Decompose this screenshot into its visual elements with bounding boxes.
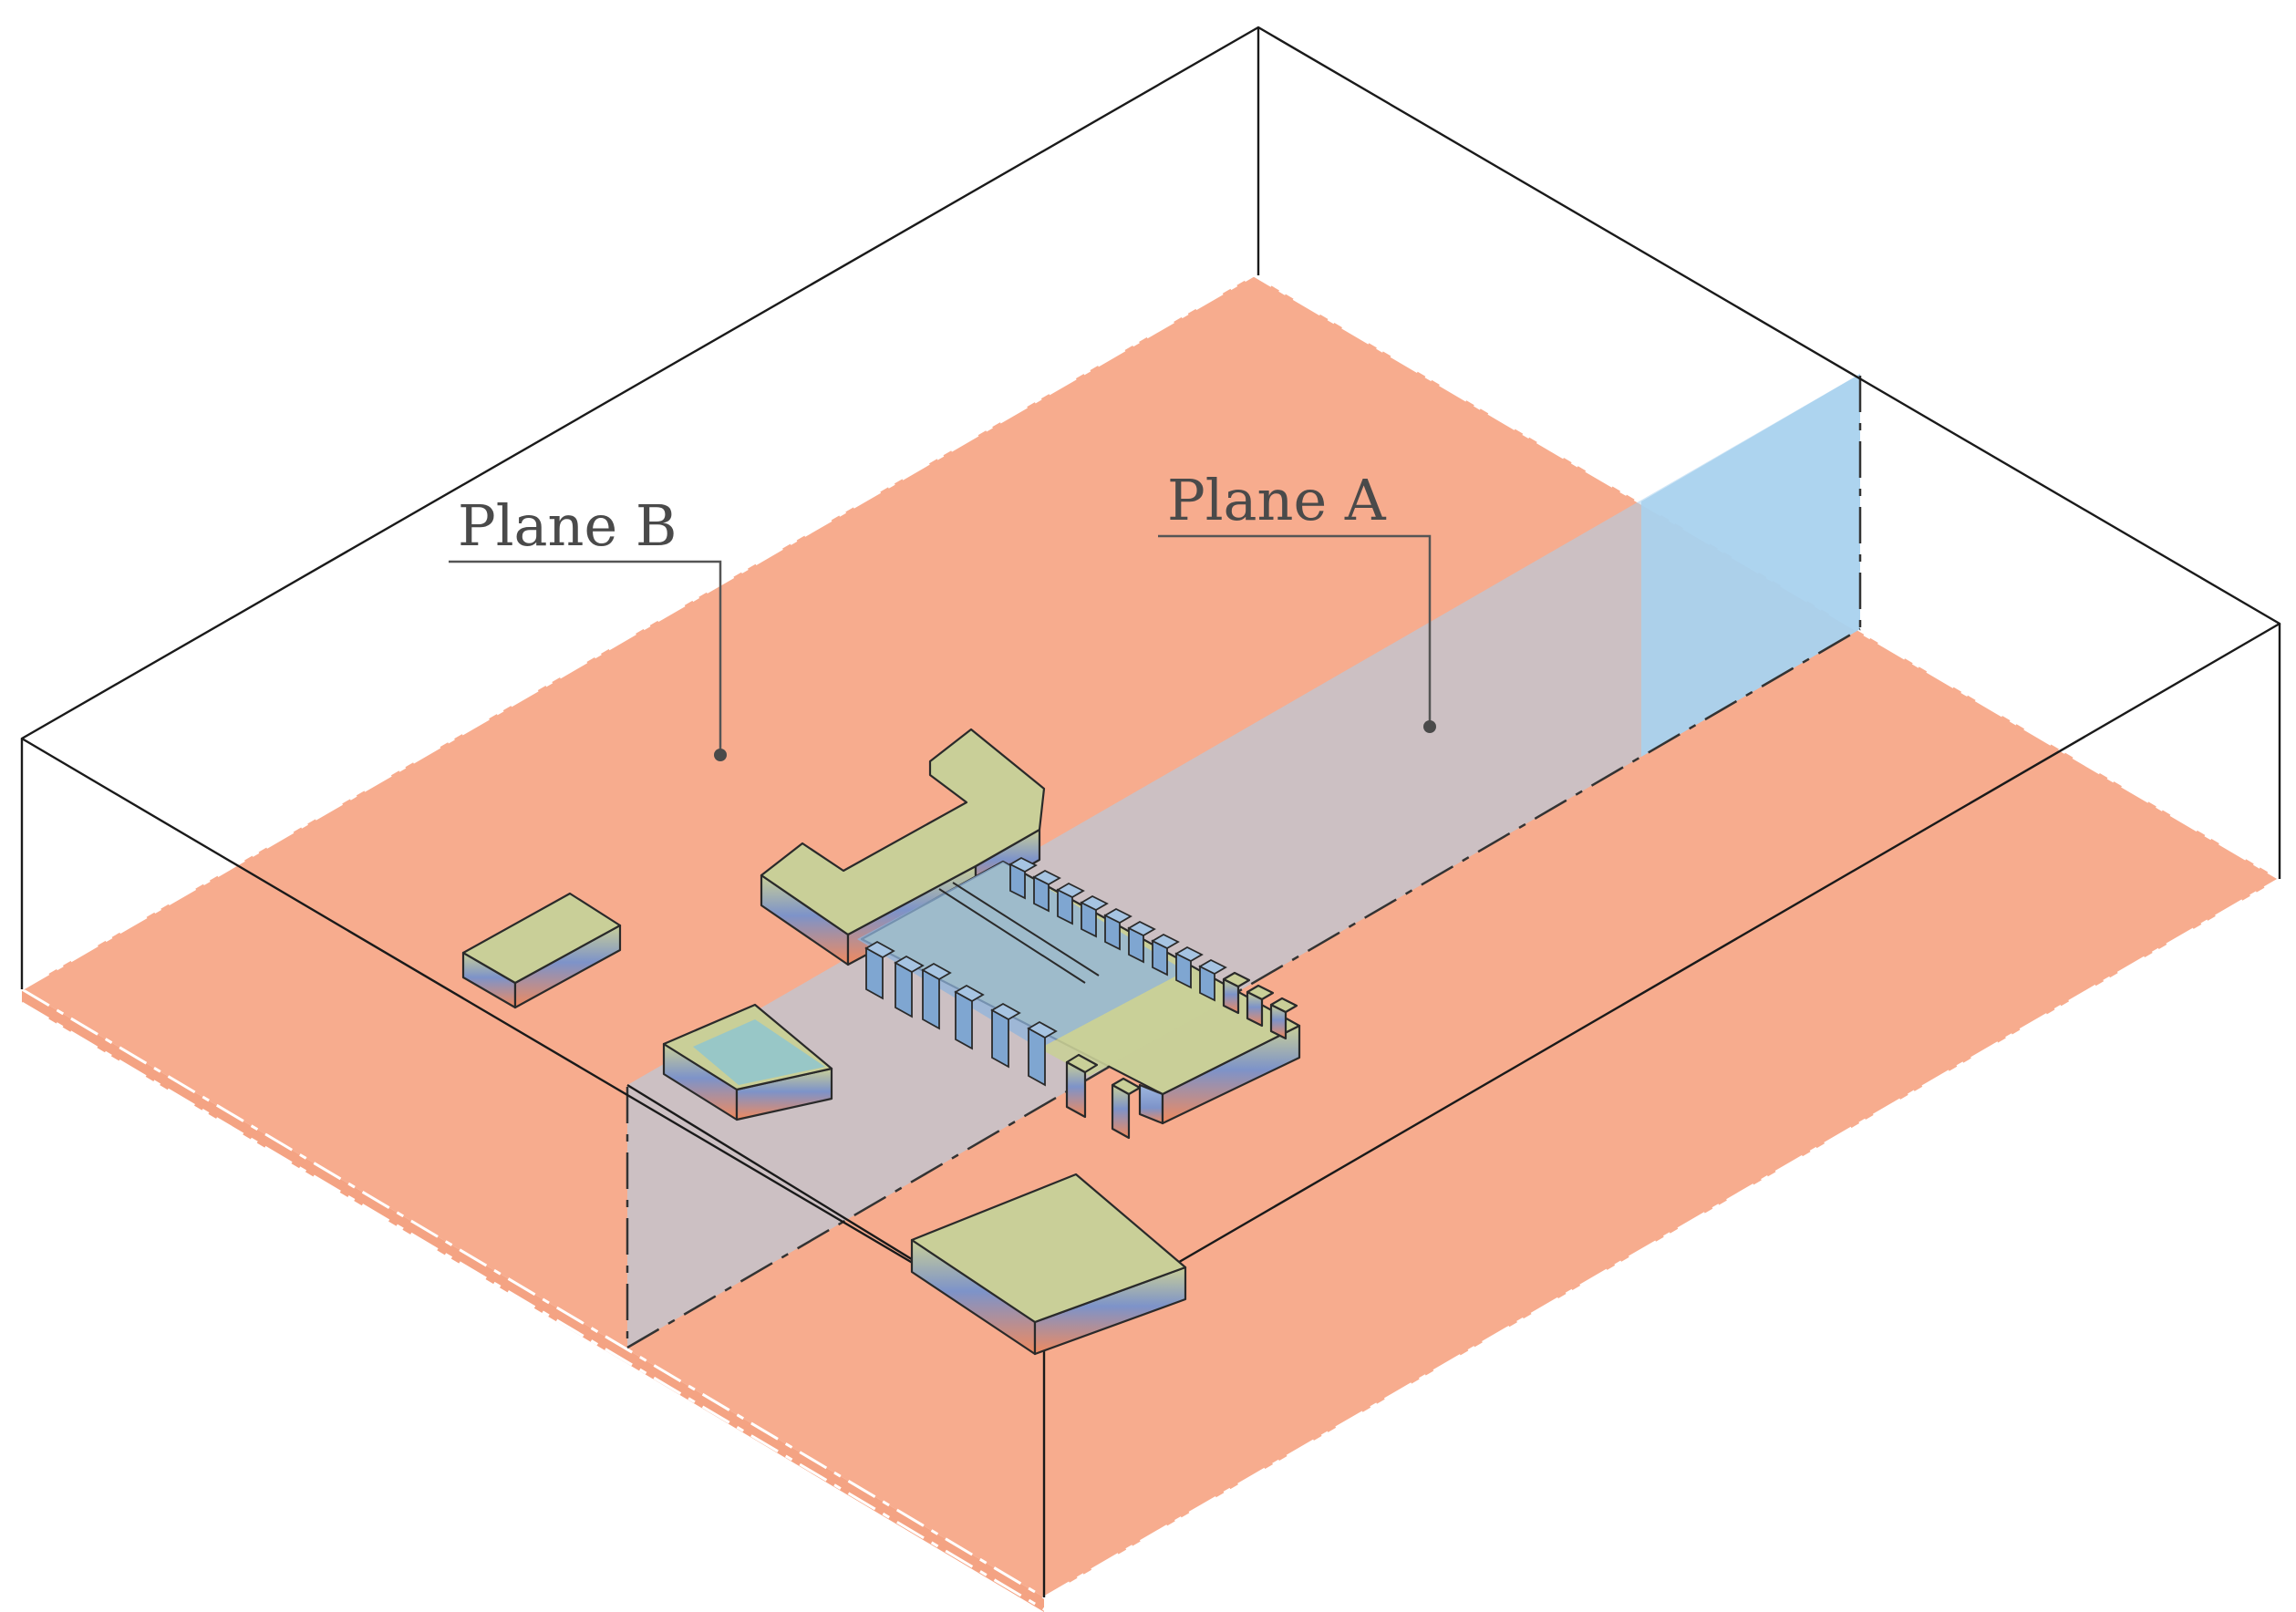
tower bbox=[921, 962, 952, 1030]
tower bbox=[1111, 1077, 1142, 1140]
tower-row-back bbox=[1008, 856, 1298, 1040]
tower bbox=[1027, 1020, 1058, 1087]
plane-b-label: Plane B bbox=[458, 492, 677, 559]
tower bbox=[1151, 933, 1180, 976]
building-left-small bbox=[461, 892, 622, 1009]
plane-a-marker bbox=[1423, 720, 1436, 733]
building-front-large bbox=[910, 1173, 1187, 1356]
tower bbox=[894, 955, 925, 1018]
plane-b-marker bbox=[714, 749, 727, 761]
building-main-complex bbox=[857, 860, 1301, 1125]
tower bbox=[1056, 882, 1085, 925]
label-plane-b: Plane B bbox=[449, 492, 727, 761]
tower bbox=[1269, 997, 1298, 1040]
buildings bbox=[461, 728, 1301, 1356]
tower bbox=[1080, 894, 1109, 938]
tower bbox=[990, 1002, 1021, 1069]
tower bbox=[1032, 869, 1061, 913]
tower bbox=[1127, 920, 1156, 964]
tower bbox=[1198, 958, 1227, 1002]
tower bbox=[1174, 946, 1204, 989]
tower bbox=[1065, 1053, 1099, 1119]
tower bbox=[1246, 984, 1275, 1028]
label-plane-a: Plane A bbox=[1158, 467, 1436, 733]
plane-a bbox=[626, 374, 1862, 1349]
building-left-blue bbox=[662, 1003, 833, 1121]
plane-a-label: Plane A bbox=[1167, 467, 1387, 533]
tower bbox=[1008, 856, 1038, 900]
tower bbox=[1222, 971, 1251, 1015]
tower bbox=[864, 940, 895, 1000]
tower bbox=[954, 984, 985, 1050]
tower bbox=[1103, 907, 1132, 951]
tower-row-front bbox=[864, 940, 1142, 1140]
